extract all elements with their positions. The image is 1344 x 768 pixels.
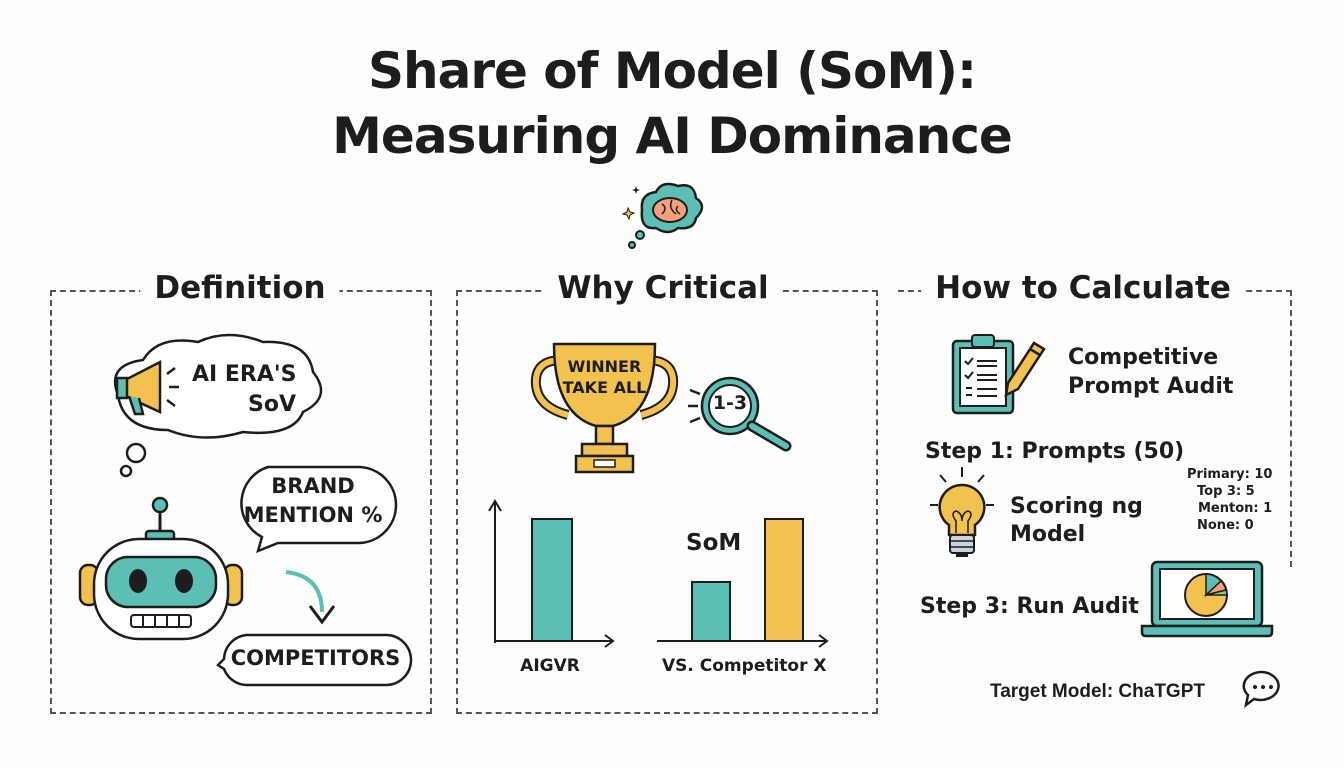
- title-line-2: Measuring AI Dominance: [332, 107, 1013, 165]
- scoring-text-1: Scoring ng: [1010, 494, 1143, 519]
- score-none: None: 0: [1197, 518, 1254, 533]
- brain-thought-icon: [621, 182, 704, 249]
- trophy-text-1: WINNER: [567, 357, 642, 376]
- audit-text-1: Competitive: [1068, 345, 1219, 370]
- chart2-title: SoM: [686, 530, 742, 556]
- thought-cloud: [113, 333, 323, 478]
- laptop-pie-icon: [1140, 560, 1274, 638]
- trophy-icon: [530, 342, 679, 474]
- thought-text-2: SoV: [248, 392, 296, 417]
- audit-text-2: Prompt Audit: [1068, 374, 1234, 399]
- title-line-1: Share of Model (SoM):: [367, 42, 977, 100]
- thought-text-1: AI ERA'S: [192, 362, 297, 387]
- target-model: Target Model: ChaTGPT: [990, 681, 1205, 702]
- score-top3: Top 3: 5: [1197, 484, 1255, 499]
- score-mention: Menton: 1: [1198, 501, 1273, 516]
- bar-competitor-x: [764, 518, 804, 642]
- step-3: Step 3: Run Audit: [920, 594, 1139, 619]
- chart-aigvr: [488, 499, 615, 648]
- bar-som: [691, 581, 731, 642]
- magnifier-icon: [688, 376, 792, 452]
- step-1: Step 1: Prompts (50): [925, 439, 1185, 464]
- bar-aigvr: [531, 518, 573, 642]
- megaphone-icon: [115, 359, 179, 416]
- trophy-text-2: TAKE ALL: [562, 378, 647, 397]
- speech-text-2: MENTION %: [243, 503, 383, 527]
- clipboard-pencil-icon: [951, 334, 1046, 415]
- scoring-text-2: Model: [1010, 522, 1086, 547]
- robot-icon: [78, 496, 244, 641]
- definition-header: Definition: [140, 270, 340, 306]
- why-critical-header: Why Critical: [543, 270, 783, 306]
- magnifier-text: 1-3: [712, 392, 748, 414]
- how-to-calculate-header: How to Calculate: [921, 270, 1245, 306]
- chart-som: [657, 518, 829, 648]
- chart1-label: AIGVR: [520, 656, 580, 676]
- lightbulb-icon: [930, 467, 994, 557]
- chat-bubble-icon: [1242, 670, 1280, 708]
- curved-arrow-icon: [285, 570, 336, 625]
- speech-text-1: BRAND: [271, 474, 355, 498]
- chart2-label: VS. Competitor X: [662, 656, 827, 676]
- competitors-text: COMPETITORS: [230, 646, 401, 670]
- speech-bubble: [240, 465, 398, 554]
- score-primary: Primary: 10: [1187, 467, 1273, 482]
- competitors-bubble: [216, 633, 413, 687]
